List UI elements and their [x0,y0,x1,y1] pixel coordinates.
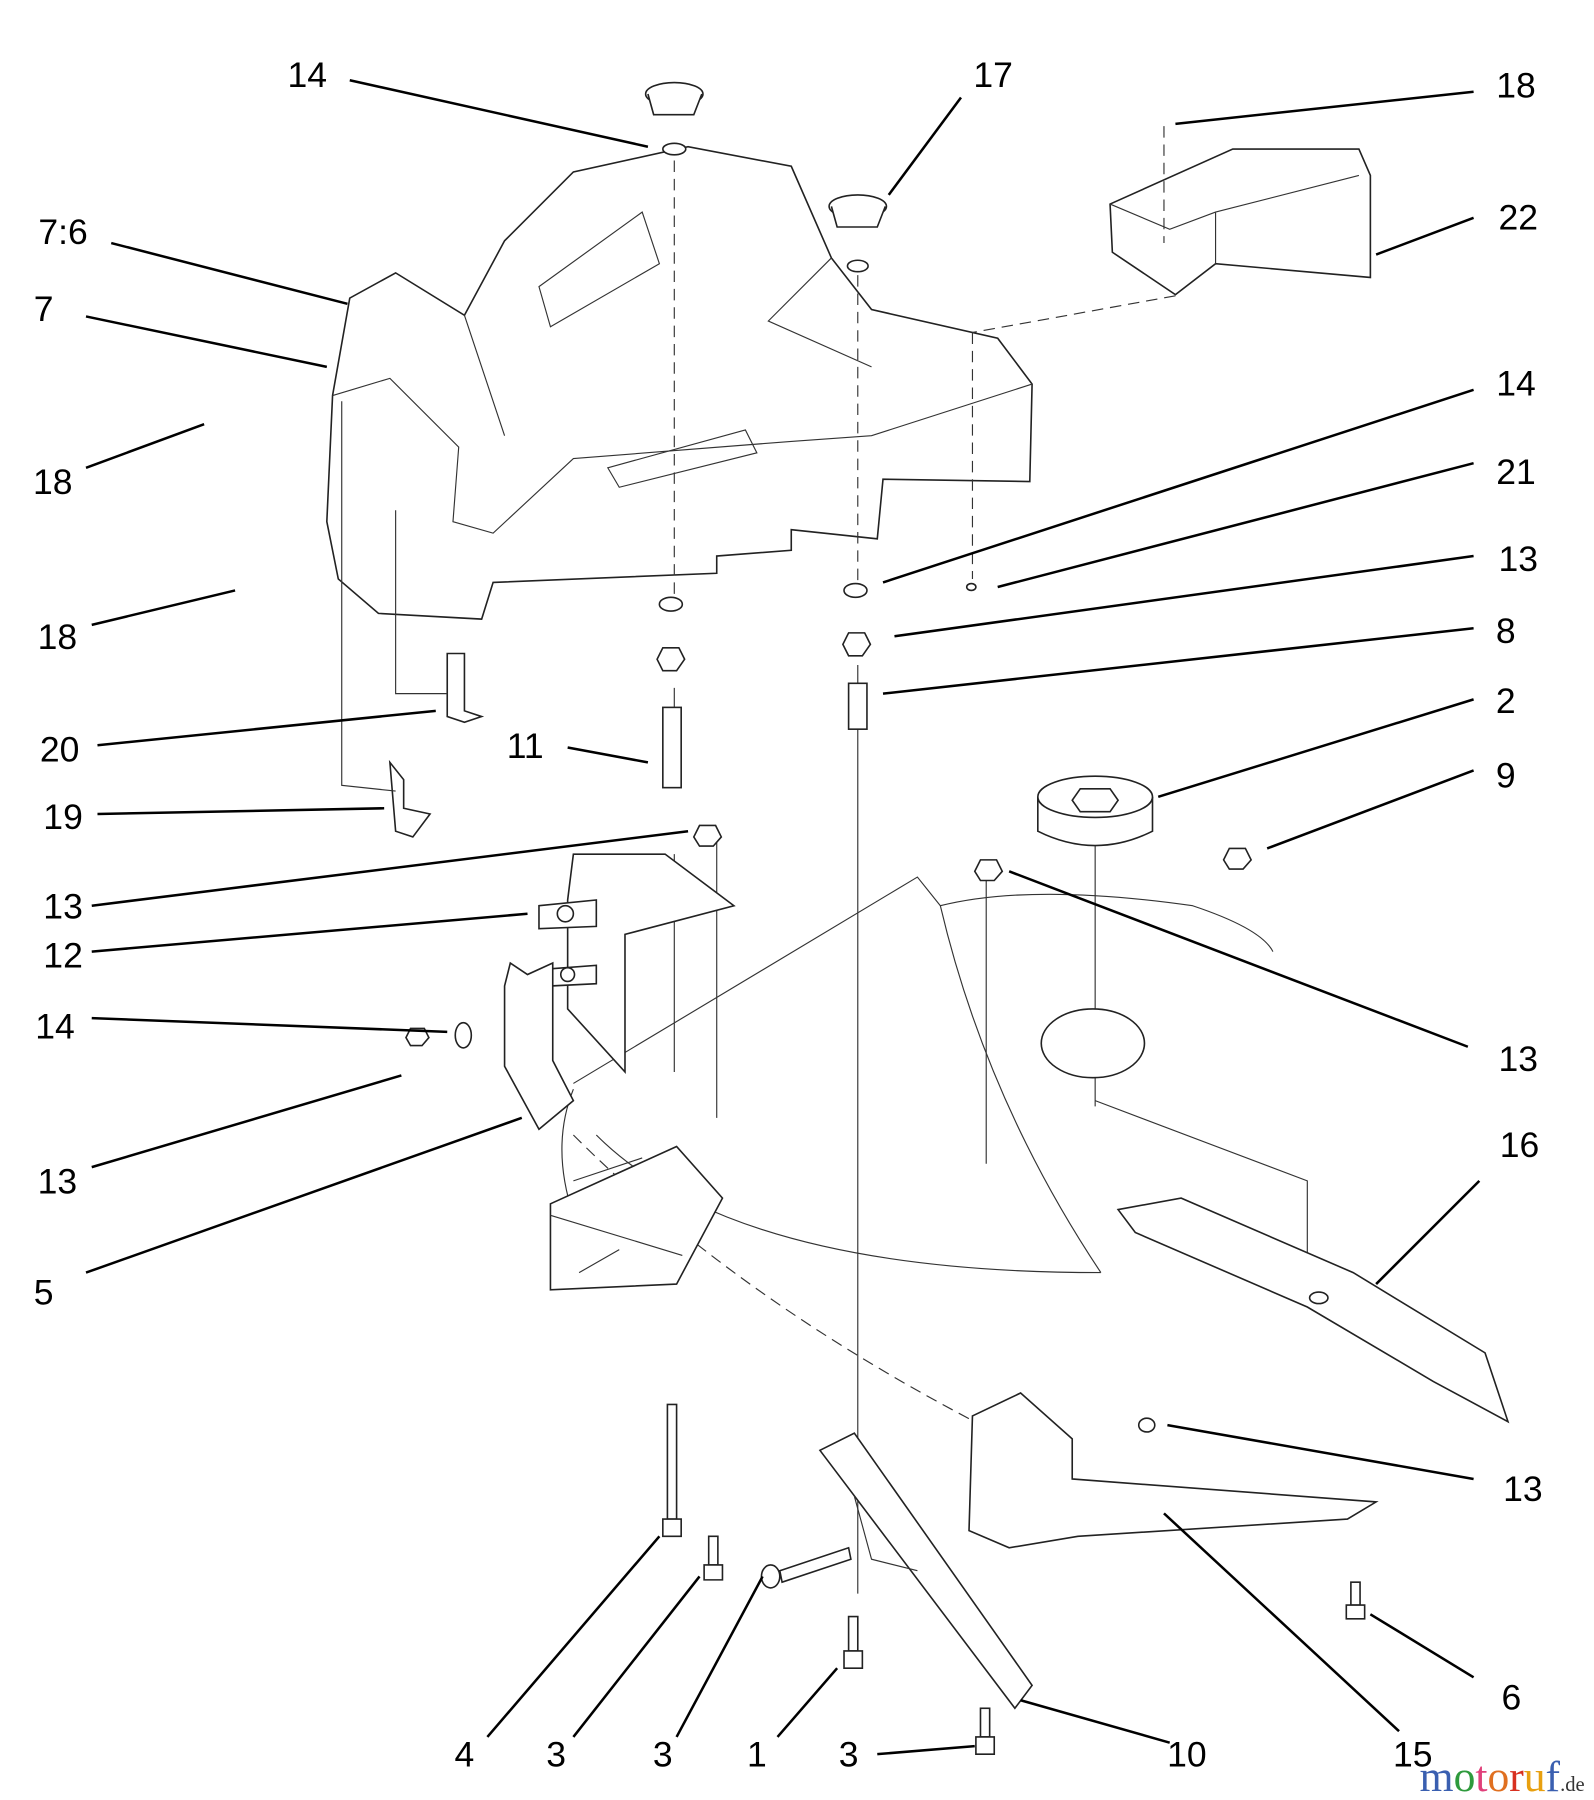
watermark-letter: m [1420,1753,1454,1800]
callout-label: 11 [507,726,544,766]
watermark-letter: o [1487,1753,1509,1800]
callout-labels: 14 17 18 22 7:6 7 14 18 21 13 18 8 2 20 … [33,55,1543,1775]
callout-label: 7:6 [38,212,87,252]
callout-label: 1 [747,1735,767,1775]
callout-label: 16 [1500,1125,1540,1165]
pulley [1037,775,1154,847]
watermark-letter: u [1524,1753,1546,1800]
watermark-letter: r [1509,1753,1524,1800]
callout-label: 3 [839,1735,859,1775]
callout-label: 9 [1496,756,1516,796]
callout-label: 19 [43,797,83,837]
watermark-letter: t [1475,1753,1487,1800]
callout-label: 13 [1503,1469,1543,1509]
callout-label: 14 [288,55,328,95]
callout-label: 13 [38,1162,78,1202]
chute-housing [326,145,1033,620]
callout-label: 17 [973,55,1013,95]
deflector-bracket [1109,148,1372,296]
callout-label: 10 [1167,1735,1207,1775]
watermark-letter: f [1546,1753,1561,1800]
knob [644,81,704,156]
callout-label: 5 [34,1273,54,1313]
callout-label: 22 [1499,197,1539,237]
callout-label: 7 [34,289,54,329]
watermark-text: motoruf.de [1420,1753,1585,1800]
callout-label: 21 [1496,452,1536,492]
knob [828,194,888,273]
watermark-logo: motoruf.de [1420,1753,1585,1800]
callout-label: 8 [1496,611,1516,651]
callout-label: 3 [653,1735,673,1775]
callout-label: 2 [1496,681,1516,721]
callout-label: 12 [43,936,83,976]
callout-label: 18 [33,462,73,502]
callout-label: 13 [1499,1039,1539,1079]
callout-label: 20 [40,729,80,769]
callout-label: 6 [1502,1677,1522,1717]
callout-label: 14 [1496,364,1536,404]
callout-label: 13 [43,886,83,926]
callout-label: 14 [35,1007,75,1047]
parts [326,81,1510,1755]
callout-label: 15 [1393,1735,1433,1775]
callout-label: 13 [1499,539,1539,579]
callout-label: 18 [1496,65,1536,105]
watermark-letter: o [1454,1753,1476,1800]
callout-label: 4 [455,1735,475,1775]
leader-lines [85,79,1481,1756]
callout-label: 3 [546,1735,566,1775]
callout-label: 18 [38,617,78,657]
